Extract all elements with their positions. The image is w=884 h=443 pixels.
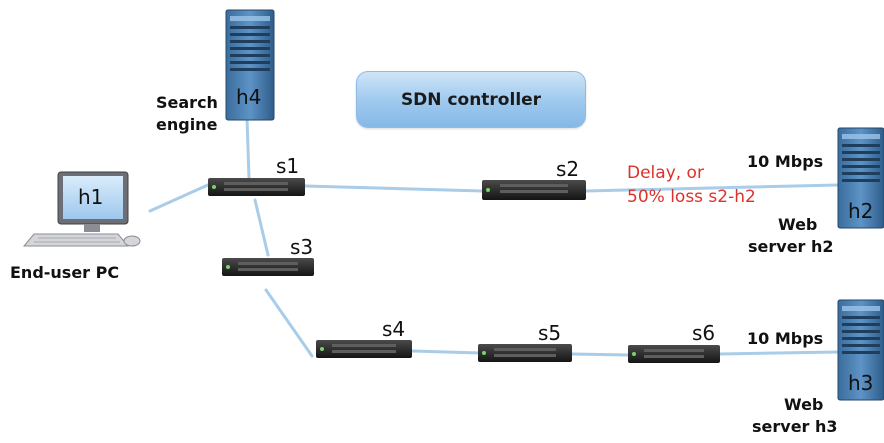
link-h1-s1 bbox=[148, 182, 212, 213]
s3-switch-icon bbox=[222, 258, 314, 276]
link-s4-s5 bbox=[410, 349, 482, 355]
h2-link-speed: 10 Mbps bbox=[747, 152, 824, 171]
h2-label: h2 bbox=[848, 199, 874, 223]
impairment-annotation-line1: Delay, or bbox=[627, 163, 704, 183]
link-s3-s4 bbox=[264, 288, 314, 358]
s2-switch-icon bbox=[482, 180, 586, 200]
s3-label: s3 bbox=[290, 235, 314, 259]
link-h4-s1 bbox=[245, 116, 251, 180]
h2-caption-line2: server h2 bbox=[748, 237, 834, 256]
s5-label: s5 bbox=[538, 321, 562, 345]
link-s5-s6 bbox=[570, 352, 630, 357]
s6-switch-icon bbox=[628, 345, 720, 363]
link-s1-s2 bbox=[303, 184, 484, 193]
h1-pc-icon bbox=[22, 171, 141, 247]
sdn-controller-label: SDN controller bbox=[400, 89, 542, 110]
s4-switch-icon bbox=[316, 340, 412, 358]
h4-label: h4 bbox=[236, 85, 262, 109]
h3-label: h3 bbox=[848, 371, 874, 395]
h3-caption-line2: server h3 bbox=[752, 417, 838, 436]
s1-label: s1 bbox=[276, 154, 300, 178]
s2-label: s2 bbox=[556, 157, 580, 181]
h2-caption-line1: Web bbox=[778, 215, 818, 234]
link-s2-h2 bbox=[584, 183, 840, 193]
h2-server-icon bbox=[837, 127, 884, 229]
link-s6-h3 bbox=[718, 350, 840, 356]
h3-link-speed: 10 Mbps bbox=[747, 329, 824, 348]
impairment-annotation-line2: 50% loss s2-h2 bbox=[627, 187, 756, 207]
h3-caption-line1: Web bbox=[784, 395, 824, 414]
h4-caption-line1: Search bbox=[156, 93, 218, 112]
s4-label: s4 bbox=[382, 317, 406, 341]
h1-caption: End-user PC bbox=[10, 263, 120, 282]
s6-label: s6 bbox=[692, 321, 716, 345]
h3-server-icon bbox=[837, 299, 884, 401]
s5-switch-icon bbox=[478, 344, 572, 362]
h4-server-icon bbox=[225, 9, 275, 121]
sdn-controller-box: SDN controller bbox=[356, 71, 586, 128]
link-s1-s3 bbox=[253, 198, 270, 257]
h4-caption-line2: engine bbox=[156, 115, 218, 134]
h1-label: h1 bbox=[78, 185, 104, 209]
s1-switch-icon bbox=[208, 178, 305, 196]
